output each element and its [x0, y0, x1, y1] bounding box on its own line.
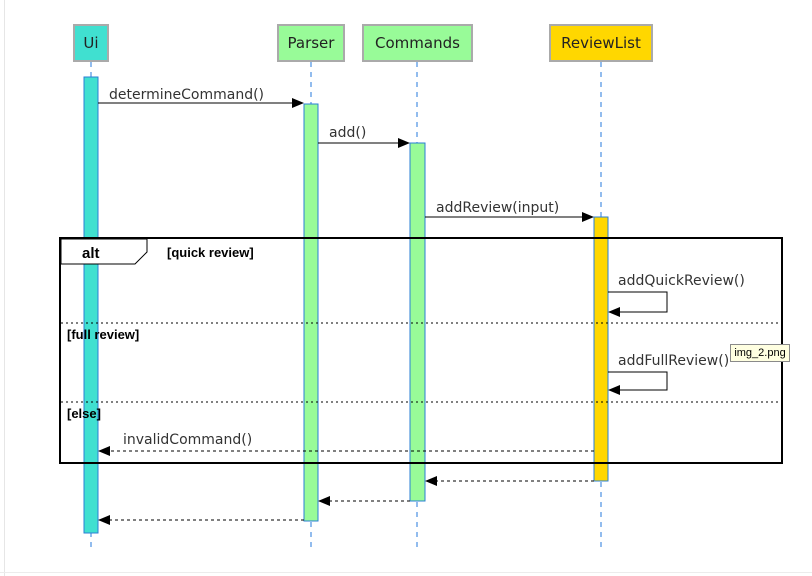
activation-bar-reviewlist	[593, 216, 609, 482]
participant-reviewlist: ReviewList	[549, 24, 653, 62]
alt-operator-label: alt	[82, 245, 100, 262]
page-edge-left	[4, 0, 5, 576]
participant-parser-label: Parser	[287, 34, 335, 52]
message-determine-command-label: determineCommand()	[109, 87, 264, 103]
tooltip-label: img_2.png	[734, 347, 786, 359]
message-add-full-review-arrow	[608, 371, 668, 395]
participant-parser: Parser	[277, 24, 345, 62]
message-add-full-review-label: addFullReview()	[618, 353, 729, 369]
guard-quick-review: [quick review]	[167, 245, 254, 260]
message-invalid-command-label: invalidCommand()	[123, 432, 252, 448]
participant-commands-label: Commands	[375, 34, 460, 52]
participant-commands: Commands	[362, 24, 473, 62]
activation-bar-parser	[303, 103, 319, 522]
alt-operator-tab	[60, 238, 148, 265]
activation-bar-ui	[83, 76, 99, 534]
guard-else: [else]	[67, 406, 101, 421]
message-add-review-label: addReview(input)	[436, 200, 559, 216]
image-filename-tooltip: img_2.png	[730, 344, 790, 362]
message-add-quick-review-arrow	[608, 291, 668, 317]
participant-reviewlist-label: ReviewList	[561, 34, 641, 52]
page-edge-bottom	[0, 572, 812, 573]
message-add-label: add()	[329, 125, 366, 141]
participant-ui: Ui	[73, 24, 109, 62]
participant-ui-label: Ui	[83, 34, 99, 52]
guard-full-review: [full review]	[67, 327, 139, 342]
activation-bar-commands	[409, 142, 426, 502]
message-add-quick-review-label: addQuickReview()	[618, 273, 745, 289]
